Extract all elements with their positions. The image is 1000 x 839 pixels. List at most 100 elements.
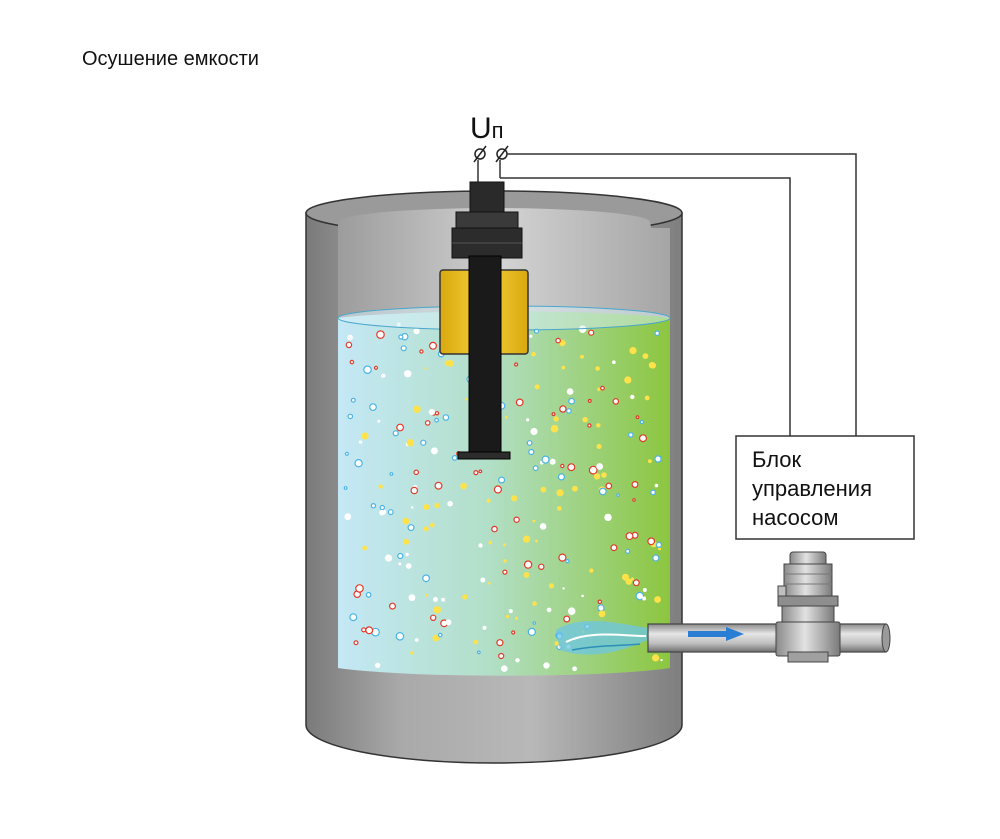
bubble [568,397,575,405]
bubble [523,572,530,578]
supply-label: Uп [470,112,504,145]
bubbles [343,322,663,672]
bubble [639,419,645,425]
bubble [478,543,483,548]
bubble [616,493,620,497]
bubble [384,554,393,562]
diagram-title: Осушение емкости [82,48,259,70]
bubble [652,554,660,562]
bubble [523,560,533,569]
bubble [654,596,661,603]
bubble [373,365,379,370]
control-unit: Блок управления насосом [735,435,915,540]
bubble [410,486,419,495]
bubble [413,405,421,413]
bubble [508,609,513,614]
bubble [403,538,410,545]
bubble [631,481,639,489]
bubble [587,398,592,403]
bubble [441,597,446,602]
bubble [345,341,353,349]
bubble [622,573,629,581]
bubble [434,417,440,423]
bubble [566,388,574,395]
bubble [604,513,612,522]
bubble [642,588,647,592]
bubble [565,559,570,564]
bubble [572,485,578,492]
bubble [627,432,634,438]
bubble [632,579,640,587]
bubble [597,387,601,392]
bubble [554,641,559,646]
bubble [511,630,516,635]
bubble [540,486,547,493]
bubble [501,665,508,672]
bubble [465,397,468,401]
bubble [503,559,507,563]
bubble [434,481,443,490]
bubble [566,408,572,414]
bubble [632,498,636,502]
bubble [572,666,577,672]
bubble [424,420,431,426]
bubble [581,594,584,598]
bubble [538,563,545,571]
bubble [498,476,506,484]
bubble [486,498,491,503]
bubble [532,621,537,625]
bubble [523,535,531,543]
bubble [597,599,603,605]
bubble [562,587,565,590]
bubble [398,334,404,340]
bubble [601,472,607,478]
probe-stop [457,451,511,460]
bubble [605,482,613,490]
bubble [515,398,524,407]
bubble [598,487,607,496]
bubble [559,405,567,413]
bubble [387,509,394,516]
bubble [596,423,601,428]
bubble [476,650,481,655]
bubble [496,639,504,647]
bubble [379,510,385,516]
bubble [344,451,349,456]
bubble [528,448,535,456]
bubble [375,662,381,668]
bubble [349,359,355,365]
bubble [406,439,414,447]
bubble [549,458,556,465]
bubble [349,613,358,622]
bubble [642,353,649,359]
wire-2 [500,177,791,436]
liquid [338,311,670,676]
bubble [482,625,487,630]
bubble [532,519,536,523]
bubble [408,594,416,602]
bubble [460,482,467,490]
bubble [396,423,405,432]
bubble [610,544,618,552]
bubble [473,639,479,645]
bubble [595,366,600,371]
bubble [392,430,399,437]
bubble [596,463,603,470]
sensor-cap [469,181,505,215]
bubble [381,373,386,378]
bubble [389,602,397,610]
bubble [541,455,550,464]
bubble [658,547,661,551]
bubble [588,465,598,475]
sensor-nut-top [455,211,519,229]
bubble [405,563,412,569]
control-unit-line-2: управления [752,476,872,501]
bubble [446,360,454,367]
bubble [648,362,656,369]
bubble [580,354,584,359]
bubble [557,506,562,511]
bubble [343,486,348,490]
bubble [378,484,383,489]
bubble [531,352,536,357]
bubble [404,370,412,378]
